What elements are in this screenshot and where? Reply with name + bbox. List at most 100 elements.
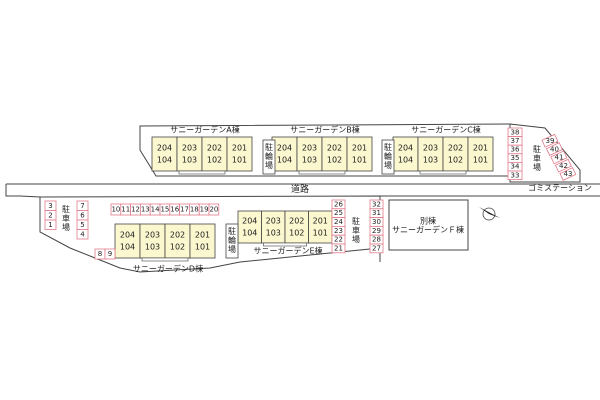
parking-spot-number: 2 bbox=[48, 211, 52, 219]
apartment-unit bbox=[467, 136, 494, 172]
parking-spot-number: 8 bbox=[98, 250, 102, 258]
parking-spot bbox=[208, 203, 220, 216]
parking-spot-number: 39 bbox=[546, 137, 555, 145]
apartment-unit bbox=[114, 223, 141, 259]
unit-number-upper: 203 bbox=[145, 230, 160, 239]
parking-spot bbox=[545, 142, 563, 156]
unit-number-lower: 104 bbox=[242, 228, 257, 237]
parking-spot-number: 22 bbox=[334, 236, 343, 244]
building-entrance bbox=[298, 170, 346, 175]
unit-number-lower: 101 bbox=[352, 156, 367, 165]
unit-number-upper: 203 bbox=[266, 217, 281, 226]
road-label: 道路 bbox=[291, 183, 309, 195]
unit-number-lower: 103 bbox=[302, 156, 317, 165]
unit-number-lower: 103 bbox=[182, 156, 197, 165]
parking-spot-number: 34 bbox=[511, 163, 520, 171]
parking-spot bbox=[554, 158, 572, 173]
parking-spot-number: 41 bbox=[555, 154, 564, 162]
unit-number-upper: 204 bbox=[242, 217, 257, 226]
annex-name: サニーガーデンＦ棟 bbox=[392, 225, 464, 235]
unit-number-lower: 101 bbox=[473, 156, 488, 165]
unit-number-upper: 201 bbox=[473, 143, 488, 152]
parking-spot-number: 18 bbox=[190, 206, 199, 214]
parking-spot-number: 33 bbox=[511, 171, 520, 179]
parking-label-west: 駐車場 bbox=[62, 204, 70, 232]
parking-spot bbox=[507, 170, 523, 181]
parking-spot-number: 27 bbox=[372, 244, 381, 252]
apartment-unit bbox=[201, 136, 228, 172]
unit-number-lower: 102 bbox=[448, 156, 463, 165]
unit-number-lower: 103 bbox=[423, 156, 438, 165]
unit-number-upper: 203 bbox=[423, 143, 438, 152]
parking-spot-number: 6 bbox=[80, 211, 85, 219]
parking-spot-number: 35 bbox=[511, 154, 520, 162]
parking-spot-number: 17 bbox=[180, 206, 189, 214]
parking-spot bbox=[76, 229, 89, 240]
unit-number-upper: 204 bbox=[157, 143, 172, 152]
parking-spot bbox=[331, 243, 346, 254]
parking-spot-number: 9 bbox=[108, 250, 112, 258]
apartment-unit bbox=[139, 223, 166, 259]
building-entrance bbox=[178, 170, 226, 175]
building-entrance bbox=[263, 242, 307, 247]
unit-number-upper: 204 bbox=[398, 143, 413, 152]
apartment-unit bbox=[271, 136, 298, 172]
parking-spot bbox=[541, 133, 559, 148]
building-name: サニーガーデンD棟 bbox=[133, 264, 203, 274]
unit-number-lower: 101 bbox=[195, 243, 210, 252]
unit-number-upper: 201 bbox=[313, 217, 328, 226]
unit-number-lower: 103 bbox=[145, 243, 160, 252]
bike-parking-label: 駐輪場 bbox=[384, 142, 392, 170]
apartment-unit bbox=[151, 136, 178, 172]
unit-number-upper: 201 bbox=[232, 143, 247, 152]
bike-parking bbox=[225, 223, 239, 259]
apartment-unit bbox=[321, 136, 348, 172]
parking-spot-number: 1 bbox=[48, 221, 52, 229]
parking-spot-number: 38 bbox=[511, 128, 520, 136]
apartment-unit bbox=[296, 136, 323, 172]
parking-spot-number: 10 bbox=[111, 206, 120, 214]
parking-spot-number: 29 bbox=[372, 227, 381, 235]
parking-spot-number: 15 bbox=[160, 206, 169, 214]
apartment-unit bbox=[346, 136, 373, 172]
parking-spot-number: 24 bbox=[334, 218, 343, 226]
site-outline-north bbox=[139, 123, 511, 177]
unit-number-upper: 201 bbox=[195, 230, 210, 239]
parking-spot bbox=[559, 167, 577, 181]
apartment-unit bbox=[164, 223, 191, 259]
parking-spot-number: 42 bbox=[559, 162, 568, 170]
parking-spot-number: 37 bbox=[511, 137, 520, 145]
apartment-unit bbox=[442, 136, 469, 172]
unit-number-lower: 104 bbox=[120, 243, 135, 252]
parking-spot bbox=[550, 150, 568, 165]
bike-parking bbox=[262, 139, 276, 175]
parking-spot-number: 21 bbox=[334, 244, 343, 252]
parking-spot-number: 25 bbox=[334, 209, 343, 217]
annex-building bbox=[388, 199, 469, 251]
unit-number-lower: 102 bbox=[207, 156, 222, 165]
site-outline-south bbox=[5, 184, 381, 273]
unit-number-lower: 104 bbox=[157, 156, 172, 165]
parking-spot-number: 36 bbox=[511, 146, 520, 154]
parking-label-northeast: 駐車場 bbox=[533, 144, 541, 172]
apartment-unit bbox=[417, 136, 444, 172]
parking-spot-number: 40 bbox=[550, 145, 559, 153]
parking-spot-number: 26 bbox=[334, 200, 343, 208]
garbage-station-label: ゴミステーション bbox=[528, 183, 592, 193]
unit-number-upper: 202 bbox=[207, 143, 222, 152]
bike-parking-label: 駐輪場 bbox=[228, 226, 236, 254]
parking-spot-number: 7 bbox=[80, 202, 84, 210]
parking-spot-number: 14 bbox=[151, 206, 160, 214]
parking-label-south: 駐車場 bbox=[352, 216, 360, 244]
parking-spot-number: 30 bbox=[372, 218, 381, 226]
building-name: サニーガーデンE棟 bbox=[253, 246, 322, 256]
parking-spot-number: 32 bbox=[372, 200, 381, 208]
building-name: サニーガーデンB棟 bbox=[290, 125, 360, 135]
unit-number-lower: 102 bbox=[289, 228, 304, 237]
unit-number-upper: 204 bbox=[120, 230, 135, 239]
unit-number-lower: 102 bbox=[327, 156, 342, 165]
parking-spot-number: 11 bbox=[121, 206, 130, 214]
unit-number-upper: 203 bbox=[182, 143, 197, 152]
parking-spot-number: 3 bbox=[48, 202, 52, 210]
